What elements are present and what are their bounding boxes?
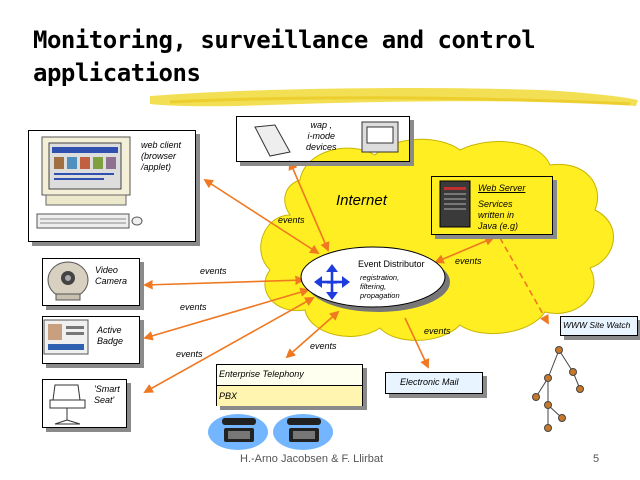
- edge-label-webserver: events: [455, 256, 482, 266]
- smart-seat-box: [42, 379, 127, 428]
- telephone-icons: [208, 414, 333, 450]
- internet-cloud: [260, 138, 614, 341]
- page-number: 5: [593, 453, 600, 465]
- www-site-watch-label: WWW Site Watch: [563, 320, 631, 330]
- arrow-wap: [288, 160, 330, 252]
- internet-label: Internet: [336, 192, 388, 209]
- electronic-mail-box: [385, 372, 483, 394]
- wap-devices-box: [236, 116, 410, 162]
- telephone-icon-2: [287, 418, 321, 442]
- site-tree-icon: [532, 346, 584, 432]
- web-server-desc: Services written in Java (e.g): [478, 199, 519, 231]
- office-chair-icon: [49, 384, 86, 425]
- desktop-computer-icon: [36, 136, 143, 229]
- wap-devices-icon: [254, 121, 399, 157]
- video-camera-label: Video Camera: [95, 265, 128, 286]
- arrow-email: [404, 317, 430, 369]
- smart-seat-label: 'Smart Seat': [94, 384, 120, 405]
- arrow-camera: [143, 275, 305, 290]
- web-client-label: web client (browser /applet): [141, 140, 182, 172]
- event-arrows: [143, 160, 549, 393]
- author-footer: H.-Arno Jacobsen & F. Llirbat: [240, 453, 384, 465]
- four-way-arrow-icon: [314, 264, 350, 300]
- slide-title-line-2: applications: [33, 59, 201, 87]
- enterprise-telephony-label: Enterprise Telephony: [219, 369, 304, 379]
- wap-devices-label: wap , i-mode devices: [306, 120, 337, 152]
- slide-title: Monitoring, surveillance and control appl…: [33, 24, 593, 90]
- active-badge-label: Active Badge: [97, 325, 124, 346]
- edge-label-badge: events: [180, 302, 207, 312]
- slide-title-line-1: Monitoring, surveillance and control: [33, 26, 536, 54]
- web-client-box: [28, 130, 196, 242]
- pbx-label: PBX: [219, 391, 238, 401]
- event-distributor-title: Event Distributor: [358, 259, 425, 269]
- arrow-sitewatch: [499, 237, 549, 325]
- active-badge-box: [42, 316, 140, 364]
- edge-label-seat: events: [176, 349, 203, 359]
- web-server-title: Web Server: [478, 183, 526, 193]
- arrow-webserver: [434, 236, 495, 264]
- edge-label-webclient: events: [278, 215, 305, 225]
- title-highlight-stroke-2: [169, 96, 631, 106]
- video-camera-icon: [47, 261, 89, 301]
- edge-labels: events events events events events event…: [176, 215, 482, 359]
- active-badge-icon: [43, 319, 89, 355]
- arrow-seat: [143, 297, 315, 393]
- edge-label-camera: events: [200, 266, 227, 276]
- edge-label-telephony: events: [310, 341, 337, 351]
- event-distributor-desc: registration, filtering, propagation: [360, 273, 400, 300]
- video-camera-box: [42, 258, 140, 306]
- arrow-telephony: [285, 310, 340, 359]
- www-site-watch-box: [560, 316, 638, 336]
- edge-label-email: events: [424, 326, 451, 336]
- web-server-box: [431, 176, 553, 235]
- server-tower-icon: [439, 180, 471, 228]
- enterprise-telephony-box: [216, 364, 363, 406]
- telephone-icon-1: [222, 418, 256, 442]
- telephony-divider: [217, 385, 362, 406]
- electronic-mail-label: Electronic Mail: [400, 377, 459, 387]
